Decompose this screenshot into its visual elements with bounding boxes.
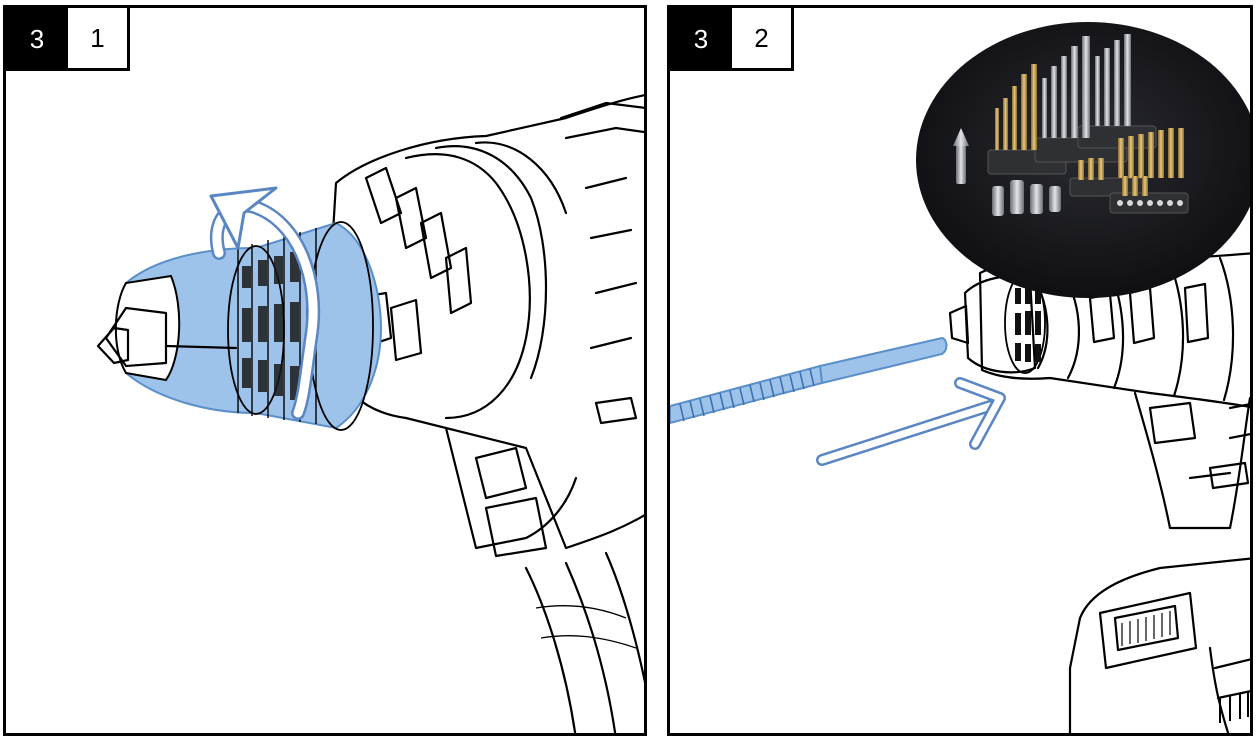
drill-bit-set-photo	[916, 22, 1250, 298]
drill-illustration	[96, 94, 644, 733]
rotate-arrow-icon	[209, 186, 321, 420]
step-label: 3 2	[670, 8, 794, 71]
substep-number: 1	[68, 8, 130, 71]
panel-step-3-1: 3 1	[3, 5, 647, 736]
step-number: 3	[670, 8, 732, 71]
panel-step-3-2: 3 2	[667, 5, 1253, 736]
step-label: 3 1	[6, 8, 130, 71]
drill-illustration	[670, 22, 1250, 733]
drill-body	[324, 94, 644, 733]
drill-chuck	[948, 272, 1046, 374]
drill-chuck-highlight	[96, 221, 383, 431]
drill-bit	[670, 336, 948, 425]
insert-arrow-icon	[816, 377, 1006, 466]
substep-number: 2	[732, 8, 794, 71]
step-number: 3	[6, 8, 68, 71]
